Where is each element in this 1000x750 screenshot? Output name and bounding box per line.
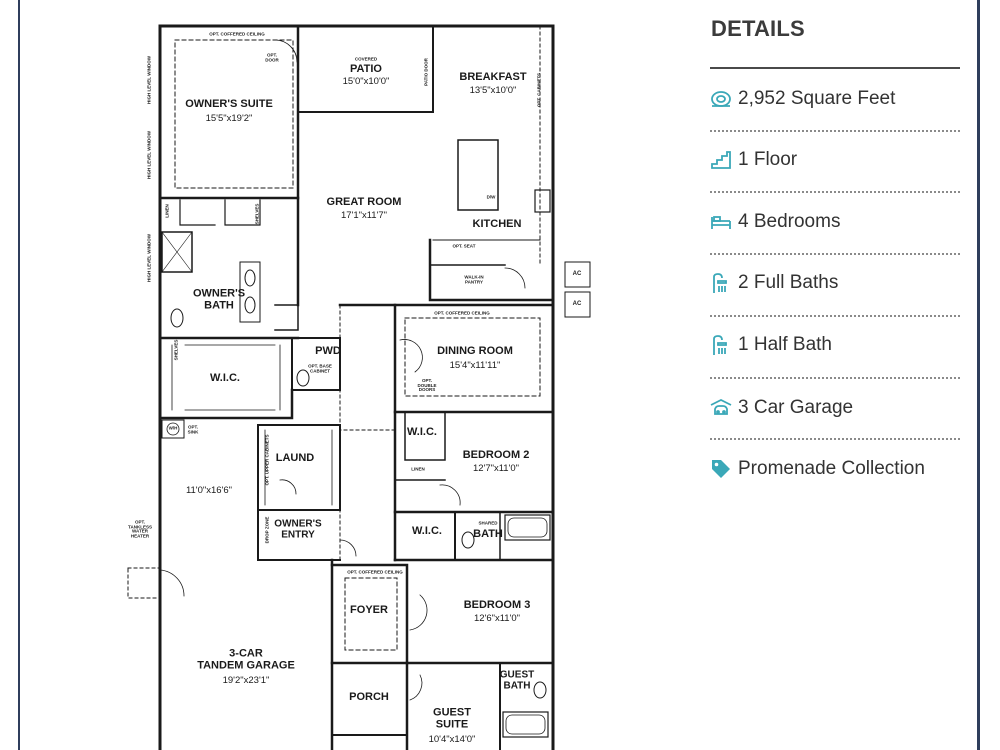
note-opt-coffered-foyer: OPT. COFFERED CEILING bbox=[347, 569, 403, 575]
floor-plan: OWNER'S SUITE 15'5"x19'2" COVERED PATIO … bbox=[127, 24, 591, 750]
room-patio-dim: 15'0"x10'0" bbox=[342, 76, 390, 88]
tag-icon bbox=[710, 458, 732, 480]
divider bbox=[710, 438, 960, 440]
room-bedroom2-name: BEDROOM 2 bbox=[462, 449, 530, 462]
note-ac-1: AC bbox=[572, 270, 582, 277]
detail-item-collection: Promenade Collection bbox=[710, 454, 960, 484]
detail-label: 4 Bedrooms bbox=[738, 211, 841, 232]
note-shelves: SHELVES bbox=[254, 203, 260, 225]
room-guest-suite-name: GUEST SUITE bbox=[433, 706, 471, 730]
detail-label: 2,952 Square Feet bbox=[738, 88, 896, 109]
room-guest-suite-dim: 10'4"x14'0" bbox=[428, 734, 476, 746]
room-bath-name: BATH bbox=[473, 528, 503, 541]
room-wic-bed2-name: W.I.C. bbox=[407, 426, 437, 439]
floor-plan-drawing bbox=[127, 24, 591, 750]
note-patio-door: PATIO DOOR bbox=[423, 58, 429, 86]
page-frame-left bbox=[18, 0, 20, 750]
detail-label: 1 Floor bbox=[738, 149, 798, 170]
note-dw: D/W bbox=[486, 194, 496, 200]
room-garage-dim: 19'2"x23'1" bbox=[222, 675, 270, 687]
room-dining-name: DINING ROOM bbox=[437, 345, 513, 358]
note-linen-2: LINEN bbox=[411, 466, 425, 472]
note-opt-upper-cabinets: OPT. UPPER CABINETS bbox=[264, 434, 270, 486]
divider bbox=[710, 377, 960, 379]
stairs-icon bbox=[710, 149, 732, 171]
divider bbox=[710, 315, 960, 317]
note-drop-zone: DROP ZONE bbox=[264, 516, 270, 544]
room-foyer-name: FOYER bbox=[350, 604, 388, 617]
page-frame-right bbox=[977, 0, 980, 750]
divider bbox=[710, 130, 960, 132]
note-high-level-window-2: HIGH LEVEL WINDOW bbox=[146, 131, 152, 179]
room-patio-name: PATIO bbox=[350, 63, 382, 76]
outer-wall bbox=[158, 24, 555, 750]
detail-label: 1 Half Bath bbox=[738, 334, 832, 355]
room-guest-bath-name: GUEST BATH bbox=[499, 669, 535, 691]
note-shared: SHARED bbox=[478, 520, 498, 526]
note-opt-cabinets: OPT. CABINETS bbox=[536, 72, 542, 108]
room-breakfast-name: BREAKFAST bbox=[459, 71, 527, 84]
room-garage-top-dim: 11'0"x16'6" bbox=[185, 485, 233, 497]
note-opt-base-cabinet: OPT. BASE CABINET bbox=[308, 363, 332, 373]
room-bedroom3-name: BEDROOM 3 bbox=[463, 599, 531, 612]
room-owners-entry-name: OWNER'S ENTRY bbox=[274, 518, 322, 540]
room-breakfast-dim: 13'5"x10'0" bbox=[469, 85, 517, 97]
note-opt-door: OPT. DOOR bbox=[265, 52, 279, 62]
room-garage-name: 3-CAR TANDEM GARAGE bbox=[197, 647, 295, 671]
note-walk-in-pantry: WALK-IN PANTRY bbox=[464, 274, 484, 284]
divider bbox=[710, 191, 960, 193]
garage-icon bbox=[710, 397, 732, 419]
detail-label: Promenade Collection bbox=[738, 458, 925, 479]
details-panel: DETAILS 2,952 Square Feet 1 Floor 4 Bedr… bbox=[710, 0, 960, 750]
note-ac-2: AC bbox=[572, 300, 582, 307]
area-icon bbox=[710, 88, 732, 110]
room-owners-suite-dim: 15'5"x19'2" bbox=[205, 113, 253, 125]
room-owners-bath-name: OWNER'S BATH bbox=[192, 287, 246, 311]
room-pwd-name: PWD bbox=[315, 345, 341, 358]
room-great-room-name: GREAT ROOM bbox=[326, 196, 402, 209]
room-great-room-dim: 17'1"x11'7" bbox=[340, 210, 388, 222]
note-linen: LINEN bbox=[164, 204, 170, 218]
shower-icon bbox=[710, 272, 732, 294]
room-bedroom3-dim: 12'6"x11'0" bbox=[473, 613, 521, 625]
note-high-level-window-3: HIGH LEVEL WINDOW bbox=[146, 234, 152, 282]
bed-icon bbox=[710, 211, 732, 233]
divider bbox=[710, 253, 960, 255]
shower-icon bbox=[710, 334, 732, 356]
room-dining-dim: 15'4"x11'11" bbox=[449, 360, 501, 372]
detail-label: 3 Car Garage bbox=[738, 397, 854, 418]
detail-item-floors: 1 Floor bbox=[710, 145, 960, 175]
note-shelves-2: SHELVES bbox=[173, 339, 179, 361]
room-wic-owner-name: W.I.C. bbox=[210, 372, 240, 385]
room-porch-name: PORCH bbox=[349, 691, 389, 704]
note-opt-double-doors: OPT. DOUBLE DOORS bbox=[417, 377, 437, 393]
room-owners-suite-name: OWNER'S SUITE bbox=[185, 98, 273, 111]
detail-label: 2 Full Baths bbox=[738, 272, 839, 293]
note-opt-seat: OPT. SEAT bbox=[452, 243, 476, 249]
note-opt-sink: OPT. SINK bbox=[187, 424, 199, 434]
room-patio-note: COVERED bbox=[354, 56, 378, 62]
note-high-level-window-1: HIGH LEVEL WINDOW bbox=[146, 56, 152, 104]
detail-item-half-bath: 1 Half Bath bbox=[710, 330, 960, 360]
note-opt-coffered-dining: OPT. COFFERED CEILING bbox=[434, 310, 490, 316]
details-title: DETAILS bbox=[711, 16, 805, 41]
note-wh: W/H bbox=[168, 425, 178, 431]
detail-item-bedrooms: 4 Bedrooms bbox=[710, 207, 960, 237]
details-title-rule bbox=[710, 67, 960, 69]
note-opt-coffered-ceiling: OPT. COFFERED CEILING bbox=[209, 31, 265, 37]
detail-item-square-feet: 2,952 Square Feet bbox=[710, 84, 960, 114]
room-bedroom2-dim: 12'7"x11'0" bbox=[472, 463, 520, 475]
note-opt-tankless-water-heater: OPT. TANKLESS WATER HEATER bbox=[128, 519, 152, 539]
detail-item-garage: 3 Car Garage bbox=[710, 393, 960, 423]
room-wic-bed3-name: W.I.C. bbox=[412, 525, 442, 538]
room-kitchen-name: KITCHEN bbox=[472, 218, 522, 231]
detail-item-full-baths: 2 Full Baths bbox=[710, 268, 960, 298]
room-laund-name: LAUND bbox=[275, 452, 315, 465]
